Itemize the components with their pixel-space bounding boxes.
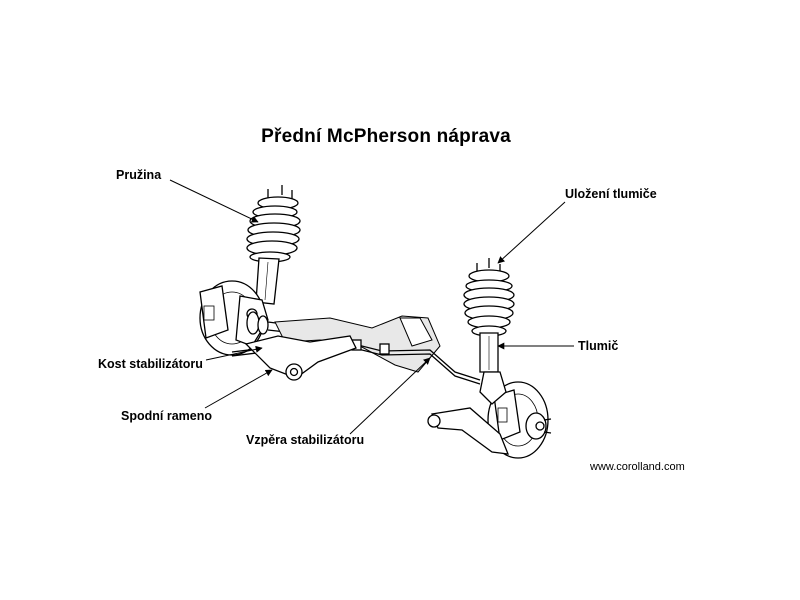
source-credit: www.corolland.com: [590, 461, 685, 473]
label-stabilizer-link: Kost stabilizátoru: [98, 357, 203, 371]
leader-lower-arm: [204, 369, 273, 409]
leader-spring: [169, 179, 259, 223]
leader-stabilizer-bar: [349, 357, 431, 435]
diagram-title: Přední McPherson náprava: [261, 126, 511, 147]
left-strut: [246, 185, 301, 305]
right-strut: [463, 258, 515, 373]
label-spring: Pružina: [116, 168, 162, 182]
right-lower-arm: [427, 407, 510, 455]
label-strut-mount: Uložení tlumiče: [565, 187, 657, 201]
label-shock-absorber: Tlumič: [578, 339, 619, 353]
leader-lines: [169, 179, 574, 435]
leader-strut-mount: [497, 201, 566, 264]
label-lower-arm: Spodní rameno: [121, 409, 212, 423]
left-lower-arm: [244, 335, 357, 381]
left-hub-assembly: [199, 280, 331, 356]
leader-stabilizer-link: [205, 345, 263, 361]
label-stabilizer-bar: Vzpěra stabilizátoru: [246, 433, 365, 447]
right-hub-assembly: [479, 371, 552, 459]
